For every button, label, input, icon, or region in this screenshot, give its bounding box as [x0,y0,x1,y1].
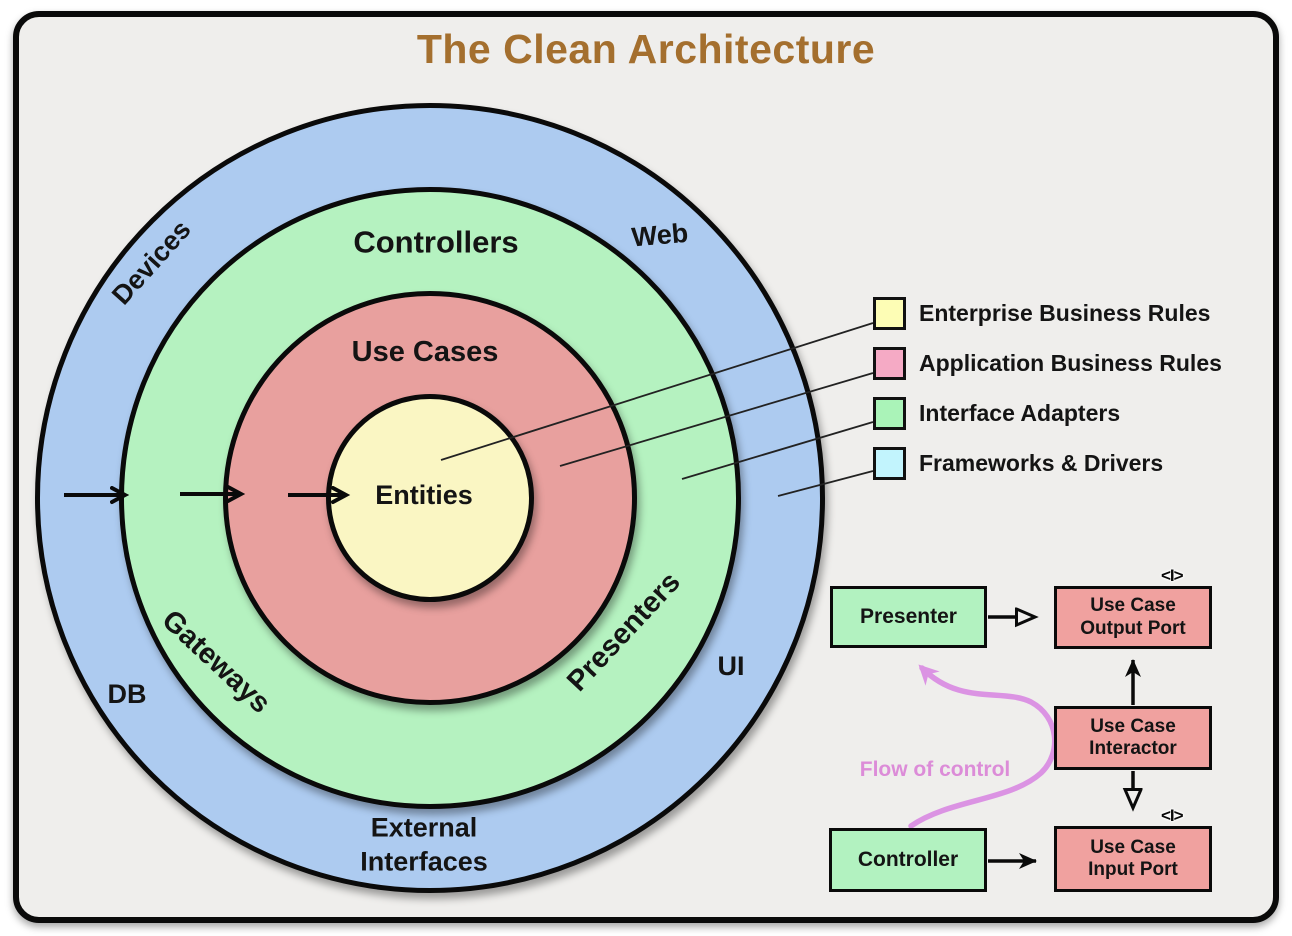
label-db: DB [107,679,147,710]
flow-box-use-case-interactor: Use Case Interactor [1054,706,1212,770]
label-web: Web [630,217,690,253]
legend-swatch-interface-adapters [873,397,906,430]
legend-label-application: Application Business Rules [919,350,1222,376]
legend-swatch-enterprise [873,297,906,330]
legend-label-interface-adapters: Interface Adapters [919,400,1121,426]
flow-box-controller: Controller [829,828,987,892]
legend-swatch-frameworks [873,447,906,480]
label-controllers: Controllers [353,224,519,260]
label-ui: UI [717,651,745,682]
flow-box-use-case-output-port: Use Case Output Port [1054,586,1212,649]
page-title: The Clean Architecture [416,26,876,72]
label-entities: Entities [375,480,473,511]
flow-of-control-label: Flow of control [859,758,1011,781]
flow-box-use-case-input-port: Use Case Input Port [1054,826,1212,892]
label-external-interfaces: External Interfaces [360,812,488,876]
flow-box-presenter: Presenter [830,586,987,648]
legend-swatch-application [873,347,906,380]
interface-marker-input-port: <I> [1161,806,1184,825]
legend-label-enterprise: Enterprise Business Rules [919,300,1211,326]
legend-label-frameworks: Frameworks & Drivers [919,450,1164,476]
interface-marker-output-port: <I> [1161,566,1184,585]
label-use-cases: Use Cases [351,335,499,368]
